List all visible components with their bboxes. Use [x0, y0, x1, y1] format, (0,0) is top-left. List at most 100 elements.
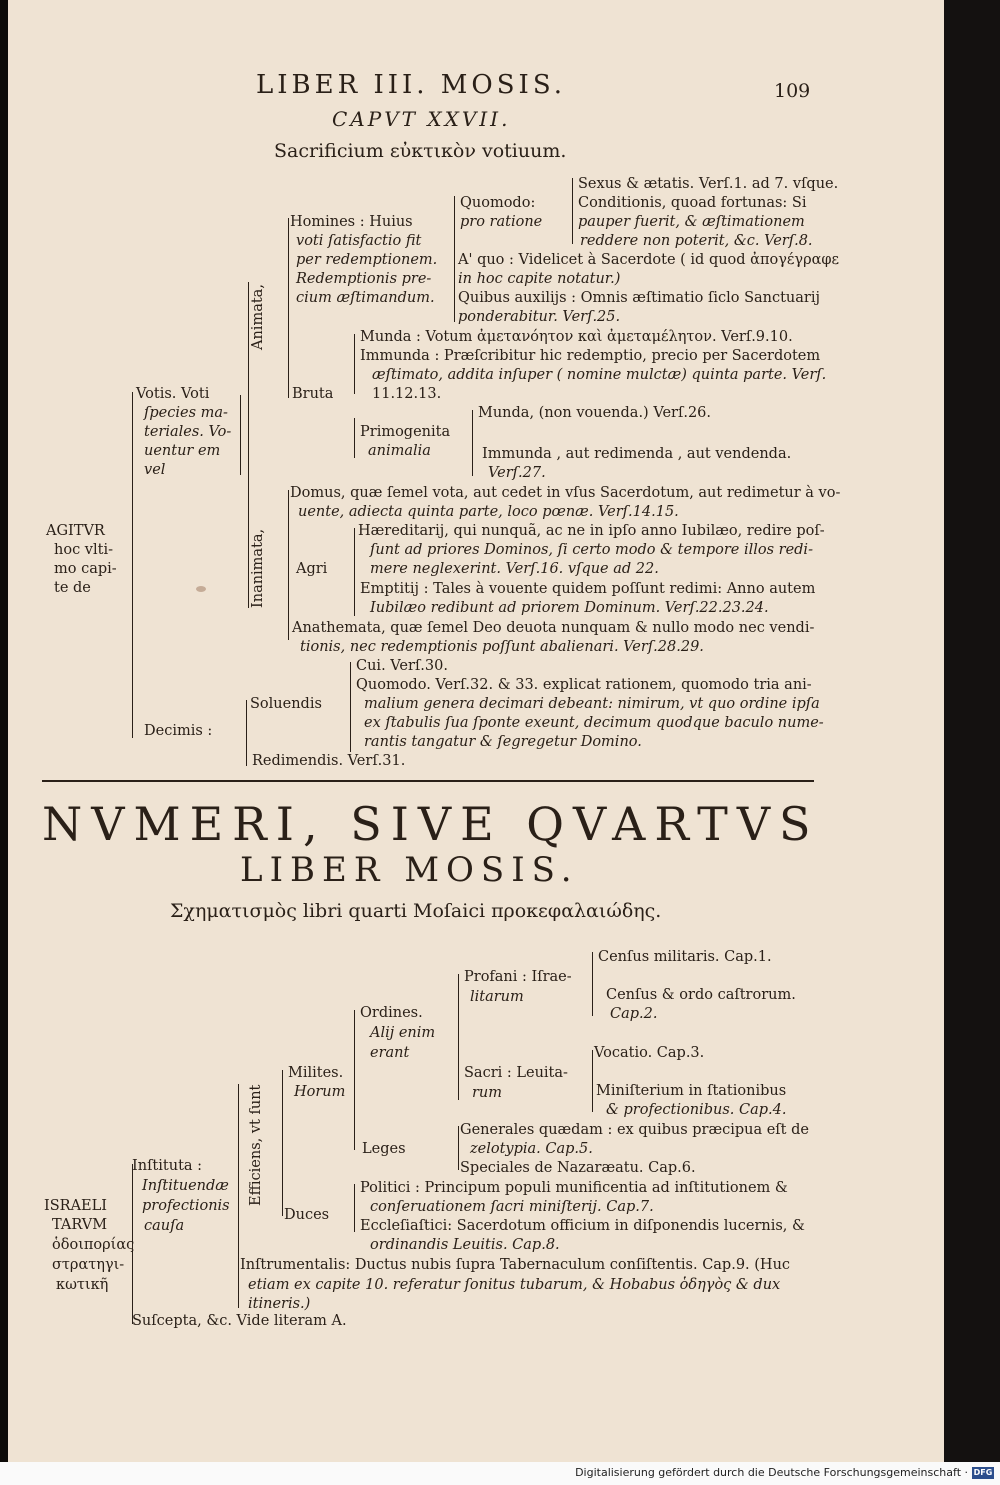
schema-heading: Σχηματισμὸς libri quarti Moſaici προκεφα… — [170, 900, 662, 922]
chart-line: Munda : Votum ἀμετανόητον καὶ ἀμεταμέλητ… — [360, 329, 793, 345]
chart-line: Redimendis. Verſ.31. — [252, 753, 406, 769]
chart-line: in hoc capite notatur.) — [458, 271, 621, 287]
chart-line: Emptitij : Tales à vouente quidem poſſun… — [360, 581, 816, 597]
animata-label: Animata, — [250, 284, 266, 350]
chart-line: ſpecies ma- — [144, 405, 228, 421]
chart-line: 11.12.13. — [372, 386, 442, 402]
chart-line: reddere non poterit, &c. Verſ.8. — [580, 233, 813, 249]
book-subtitle: LIBER MOSIS. — [240, 850, 579, 890]
chart-line: Hæreditarij, qui nunquã, ac ne in ipſo a… — [358, 523, 825, 539]
page-number: 109 — [774, 80, 811, 102]
chart-line: Eccleſiaſtici: Sacerdotum officium in di… — [360, 1218, 805, 1234]
chart-line: Conditionis, quoad fortunas: Si — [578, 195, 807, 211]
chart-line: κωτικῆ — [56, 1277, 109, 1293]
chart-line: uente, adiecta quinta parte, loco pœnæ. … — [298, 504, 679, 520]
chart-line: cium æſtimandum. — [296, 290, 435, 306]
footer-credit: Digitalisierung gefördert durch die Deut… — [575, 1466, 968, 1479]
chart-line: Cap.2. — [610, 1006, 658, 1022]
brace-line — [282, 1070, 283, 1216]
chart-line: per redemptionem. — [296, 252, 438, 268]
chart-line: Immunda , aut redimenda , aut vendenda. — [482, 446, 792, 462]
brace-line — [246, 700, 247, 766]
chart-line: Domus, quæ ſemel vota, aut cedet in vſus… — [290, 485, 841, 501]
brace-line — [132, 392, 133, 738]
chart-line: Agri — [296, 561, 328, 577]
chart-line: Decimis : — [144, 723, 213, 739]
chart-line: pauper fuerit, & æſtimationem — [578, 214, 805, 230]
brace-line — [354, 1184, 355, 1232]
running-title: LIBER III. MOSIS. — [256, 70, 566, 100]
chart-line: Cui. Verſ.30. — [356, 658, 448, 674]
brace-line — [572, 178, 573, 244]
chapter-heading: CAPVT XXVII. — [332, 107, 511, 131]
book-title: NVMERI, SIVE QVARTVS — [42, 797, 820, 851]
ink-mark — [196, 586, 206, 592]
brace-line — [350, 662, 351, 752]
chart-line: Cenſus militaris. Cap.1. — [598, 949, 772, 965]
chart-line: Miniſterium in ſtationibus — [596, 1083, 787, 1099]
brace-line — [458, 1126, 459, 1170]
chart-line: hoc vlti- — [54, 542, 113, 558]
chart-line: Alij enim — [370, 1025, 436, 1041]
chart-line: Votis. Voti — [136, 386, 210, 402]
chart-line: Immunda : Præſcribitur hic redemptio, pr… — [360, 348, 821, 364]
efficiens-label: Efficiens, vt ſunt — [248, 1084, 264, 1206]
brace-line — [132, 1164, 133, 1324]
chart-line: ὁδοιπορίας — [52, 1237, 135, 1253]
chart-line: Suſcepta, &c. Vide literam A. — [132, 1313, 347, 1329]
chart-line: mo capi- — [54, 561, 117, 577]
chart-line: Cenſus & ordo caſtrorum. — [606, 987, 796, 1003]
chart-line: Bruta — [292, 386, 334, 402]
chart-line: teriales. Vo- — [144, 424, 232, 440]
chart-line: Inſtituendæ — [142, 1178, 229, 1194]
chart-line: Munda, (non vouenda.) Verſ.26. — [478, 405, 712, 421]
chart-line: Inſtrumentalis: Ductus nubis ſupra Taber… — [240, 1257, 791, 1273]
chart-line: uentur em — [144, 443, 221, 459]
chart-line: profectionis — [142, 1198, 230, 1214]
chart-line: στρατηγι- — [52, 1257, 125, 1273]
brace-line — [592, 952, 593, 1016]
dfg-logo: DFG — [972, 1467, 994, 1479]
chart-line: pro ratione — [460, 214, 543, 230]
chart-line: ſunt ad priores Dominos, ſi certo modo &… — [370, 542, 813, 558]
chart-line: Verſ.27. — [488, 465, 546, 481]
brace-line — [288, 218, 289, 398]
chart-line: Leges — [362, 1141, 406, 1157]
chart-line: Quomodo. Verſ.32. & 33. explicat ratione… — [356, 677, 812, 693]
chart-line: Redemptionis pre- — [296, 271, 432, 287]
chart-line: rantis tangatur & ſegregetur Domino. — [364, 734, 642, 750]
brace-line — [354, 528, 355, 616]
section-divider — [42, 780, 814, 782]
chart-line: etiam ex capite 10. referatur ſonitus tu… — [248, 1277, 781, 1293]
chart-line: rum — [472, 1085, 503, 1101]
chart-line: te de — [54, 580, 91, 596]
chart-line: TARVM — [52, 1217, 108, 1233]
brace-line — [458, 974, 459, 1100]
chart-line: conſeruationem ſacri miniſterij. Cap.7. — [370, 1199, 654, 1215]
chart-line: cauſa — [144, 1218, 185, 1234]
section-title: Sacrificium εὐκτικὸν votiuum. — [274, 140, 567, 162]
brace-line — [240, 395, 241, 475]
chart-line: Iubilæo redibunt ad priorem Dominum. Ver… — [370, 600, 769, 616]
chart-line: itineris.) — [248, 1296, 311, 1312]
brace-line — [354, 418, 355, 458]
chart-line: Homines : Huius — [290, 214, 413, 230]
chart-line: Anathemata, quæ ſemel Deo deuota nunquam… — [292, 620, 815, 636]
chart-line: Generales quædam : ex quibus præcipua eſ… — [460, 1122, 809, 1138]
chart-line: Vocatio. Cap.3. — [594, 1045, 705, 1061]
brace-line — [354, 334, 355, 394]
chart-line: ordinandis Leuitis. Cap.8. — [370, 1237, 560, 1253]
brace-line — [592, 1050, 593, 1112]
chart-line: Inſtituta : — [132, 1158, 203, 1174]
chart-line: Soluendis — [250, 696, 322, 712]
scan-background — [944, 0, 1000, 1462]
chart-line: Sacri : Leuita- — [464, 1065, 568, 1081]
brace-line — [472, 410, 473, 476]
chart-line: Horum — [294, 1084, 346, 1100]
chart-line: litarum — [470, 989, 524, 1005]
chart-line: ISRAELI — [44, 1198, 107, 1214]
chart-line: ex ſtabulis ſua ſponte exeunt, decimum q… — [364, 715, 824, 731]
chart-line: voti ſatisfactio fit — [296, 233, 422, 249]
chart-line: Sexus & ætatis. Verſ.1. ad 7. vſque. — [578, 176, 839, 192]
chart-line: Duces — [284, 1207, 330, 1223]
